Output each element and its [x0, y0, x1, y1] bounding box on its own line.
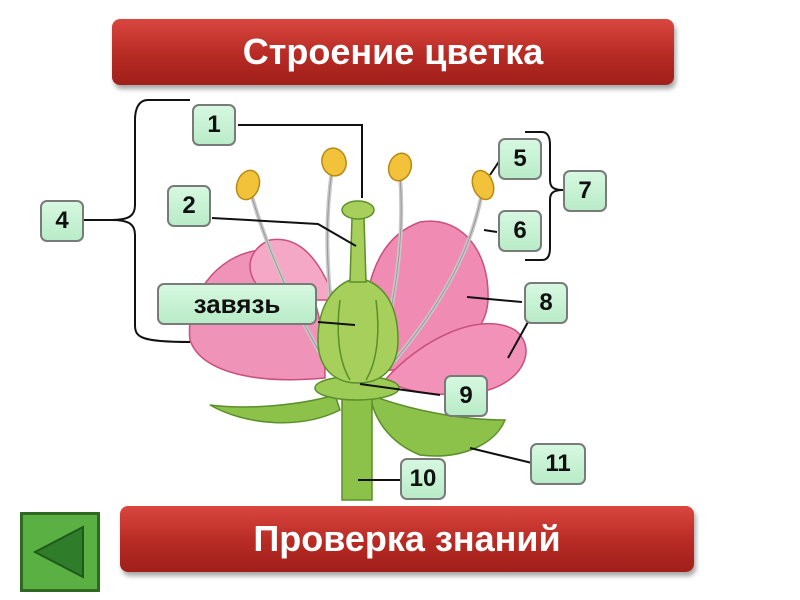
label-8[interactable]: 8	[524, 282, 568, 324]
label-9[interactable]: 9	[444, 375, 488, 417]
stem	[342, 395, 372, 500]
sepal-left	[210, 395, 340, 423]
ovary-shape	[318, 280, 398, 383]
anthers	[233, 145, 498, 202]
anther	[319, 145, 349, 178]
label-10[interactable]: 10	[400, 458, 446, 500]
label-6[interactable]: 6	[498, 210, 542, 252]
style-shape	[350, 218, 366, 282]
label-1[interactable]: 1	[192, 104, 236, 146]
page-title: Строение цветка	[112, 19, 674, 85]
check-knowledge-button[interactable]: Проверка знаний	[120, 506, 694, 572]
anther	[385, 150, 415, 184]
anther	[233, 167, 264, 203]
label-4[interactable]: 4	[40, 200, 84, 242]
stigma-shape	[342, 201, 374, 219]
anther	[468, 167, 497, 202]
label-7[interactable]: 7	[563, 170, 607, 212]
triangle-left-icon	[23, 515, 97, 589]
label-2[interactable]: 2	[167, 185, 211, 227]
label-11[interactable]: 11	[530, 443, 586, 485]
label-ovary[interactable]: завязь	[157, 283, 317, 325]
label-5[interactable]: 5	[498, 138, 542, 180]
back-button[interactable]	[20, 512, 100, 592]
